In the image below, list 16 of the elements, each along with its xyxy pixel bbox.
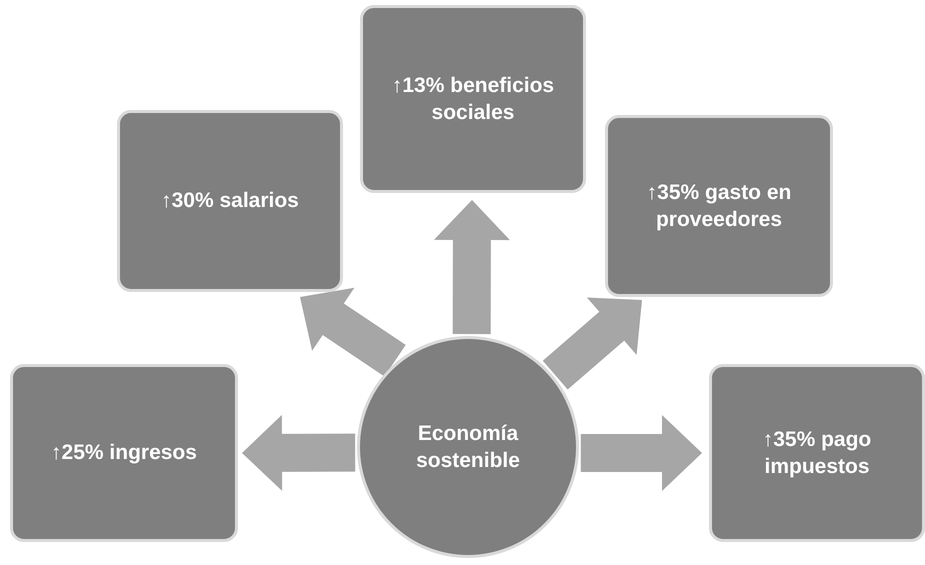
node-label: Economía sostenible — [415, 420, 521, 474]
category-box — [709, 364, 925, 542]
node-label: ↑35% pago impuestos — [762, 426, 872, 480]
block-arrow — [242, 414, 356, 491]
category-box — [10, 364, 238, 542]
node-label: ↑25% ingresos — [51, 440, 197, 466]
node-label: ↑13% beneficios sociales — [390, 72, 556, 126]
block-arrow — [434, 200, 510, 334]
block-arrow — [300, 288, 406, 376]
category-box — [117, 110, 343, 292]
category-box — [360, 5, 586, 193]
category-box — [605, 115, 833, 297]
block-arrow — [580, 415, 702, 491]
node-label: ↑35% gasto en proveedores — [646, 180, 792, 233]
block-arrow — [542, 298, 642, 390]
node-label: ↑30% salarios — [161, 188, 299, 214]
